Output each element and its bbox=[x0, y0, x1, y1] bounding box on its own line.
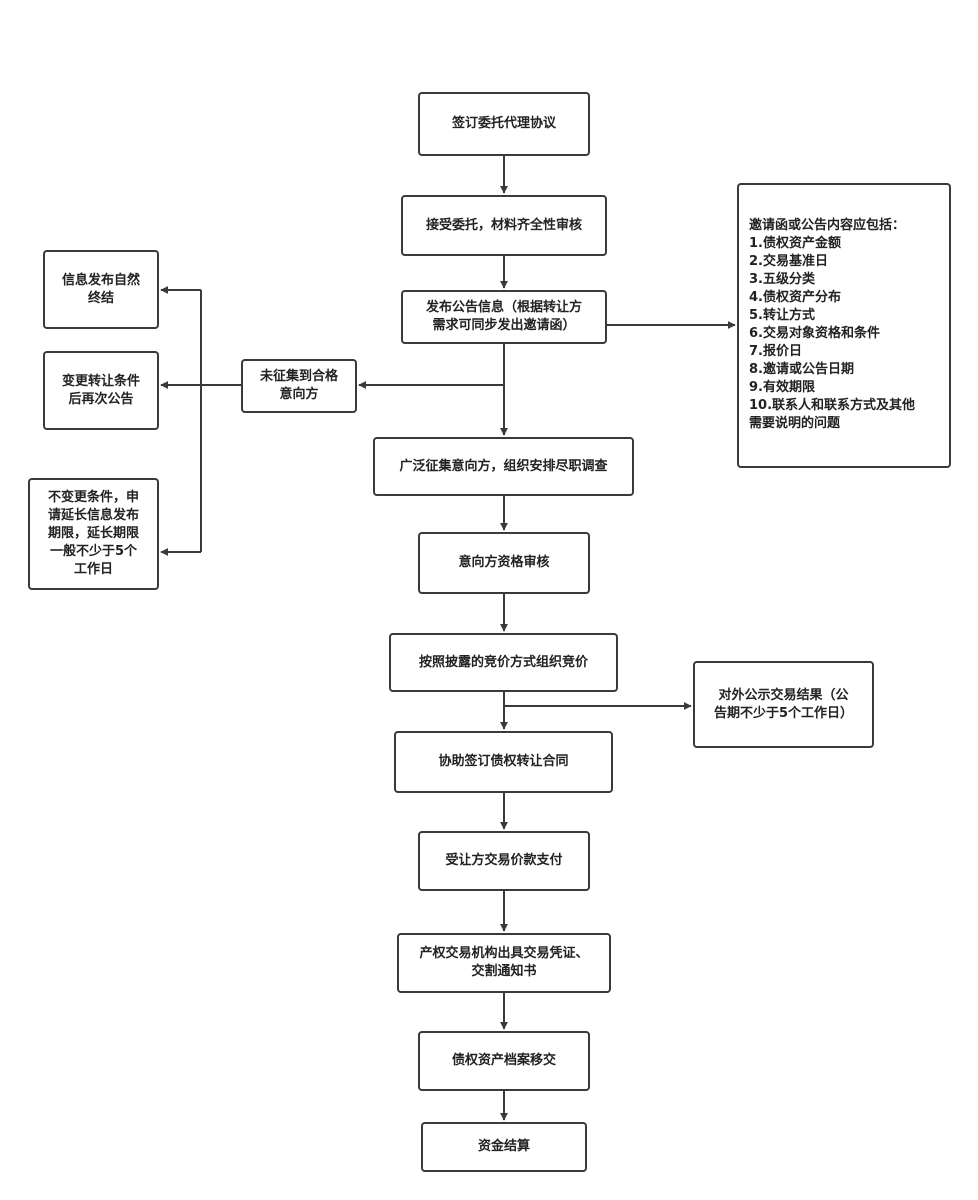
node-label-line2: 需求可同步发出邀请函） bbox=[432, 318, 576, 333]
node-label-line2: 交割通知书 bbox=[471, 964, 537, 979]
invitation-item: 9.有效期限 bbox=[749, 380, 815, 395]
node-publicize-results: 对外公示交易结果（公 告期不少于5个工作日） bbox=[693, 661, 874, 748]
node-label-line1: 未征集到合格 bbox=[259, 369, 338, 384]
node-label: 资金结算 bbox=[477, 1139, 530, 1154]
node-label: 签订委托代理协议 bbox=[451, 116, 556, 131]
invitation-item: 8.邀请或公告日期 bbox=[749, 362, 854, 377]
node-label: 按照披露的竞价方式组织竞价 bbox=[418, 654, 588, 670]
node-label-line4: 一般不少于5个 bbox=[49, 544, 138, 559]
invitation-item: 需要说明的问题 bbox=[749, 416, 841, 431]
invitation-item: 5.转让方式 bbox=[749, 308, 815, 323]
node-label-line2: 意向方 bbox=[279, 387, 319, 402]
node-label-line1: 不变更条件，申 bbox=[47, 490, 139, 505]
invitation-title: 邀请函或公告内容应包括： bbox=[749, 218, 906, 233]
node-qualification-review: 意向方资格审核 bbox=[418, 532, 590, 594]
node-label-line1: 信息发布自然 bbox=[61, 272, 140, 288]
node-label: 广泛征集意向方，组织安排尽职调查 bbox=[399, 458, 608, 474]
node-issue-certificate: 产权交易机构出具交易凭证、 交割通知书 bbox=[397, 933, 611, 993]
node-label-line1: 对外公示交易结果（公 bbox=[718, 687, 849, 703]
invitation-item: 4.债权资产分布 bbox=[749, 290, 841, 305]
node-accept-review: 接受委托，材料齐全性审核 bbox=[401, 195, 607, 256]
node-label-line2: 请延长信息发布 bbox=[47, 508, 139, 523]
node-change-conditions: 变更转让条件 后再次公告 bbox=[43, 351, 159, 430]
node-fund-settlement: 资金结算 bbox=[421, 1122, 587, 1172]
node-payment: 受让方交易价款支付 bbox=[418, 831, 590, 891]
node-archive-transfer: 债权资产档案移交 bbox=[418, 1031, 590, 1091]
node-label: 债权资产档案移交 bbox=[451, 1053, 556, 1068]
node-extend-period: 不变更条件，申 请延长信息发布 期限，延长期限 一般不少于5个 工作日 bbox=[28, 478, 159, 590]
node-organize-bidding: 按照披露的竞价方式组织竞价 bbox=[389, 633, 618, 692]
node-no-qualified-party: 未征集到合格 意向方 bbox=[241, 359, 357, 413]
node-label: 意向方资格审核 bbox=[458, 555, 550, 570]
invitation-item: 7.报价日 bbox=[749, 344, 802, 359]
node-label-line2: 后再次公告 bbox=[68, 391, 134, 407]
invitation-item: 6.交易对象资格和条件 bbox=[749, 326, 880, 341]
node-sign-agreement: 签订委托代理协议 bbox=[418, 92, 590, 156]
node-label: 受让方交易价款支付 bbox=[445, 853, 563, 868]
node-label-line3: 期限，延长期限 bbox=[47, 526, 139, 541]
node-sign-contract: 协助签订债权转让合同 bbox=[394, 731, 613, 793]
node-label-line2: 终结 bbox=[87, 290, 114, 306]
invitation-item: 1.债权资产金额 bbox=[749, 236, 841, 251]
node-collect-parties: 广泛征集意向方，组织安排尽职调查 bbox=[373, 437, 634, 496]
node-label-line1: 发布公告信息（根据转让方 bbox=[425, 300, 582, 315]
node-label-line5: 工作日 bbox=[73, 562, 113, 577]
node-invitation-contents: 邀请函或公告内容应包括： 1.债权资产金额 2.交易基准日 3.五级分类 4.债… bbox=[737, 183, 951, 468]
invitation-item: 10.联系人和联系方式及其他 bbox=[749, 398, 916, 413]
node-natural-termination: 信息发布自然 终结 bbox=[43, 250, 159, 329]
node-publish-notice: 发布公告信息（根据转让方 需求可同步发出邀请函） bbox=[401, 290, 607, 344]
node-label: 协助签订债权转让合同 bbox=[438, 754, 569, 769]
node-label-line2: 告期不少于5个工作日） bbox=[713, 705, 854, 721]
invitation-item: 2.交易基准日 bbox=[749, 254, 828, 269]
node-label-line1: 变更转让条件 bbox=[61, 373, 140, 389]
node-label: 接受委托，材料齐全性审核 bbox=[425, 217, 582, 233]
node-label-line1: 产权交易机构出具交易凭证、 bbox=[419, 946, 589, 961]
invitation-item: 3.五级分类 bbox=[749, 272, 815, 287]
